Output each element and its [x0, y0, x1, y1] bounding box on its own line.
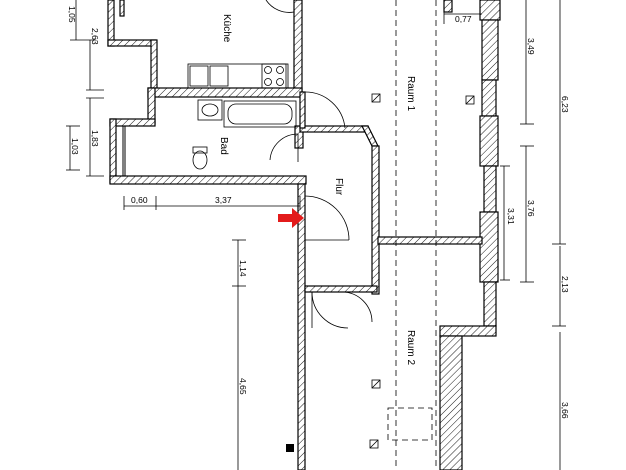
outer-walls	[377, 0, 501, 470]
room-label-kueche: Küche	[221, 14, 232, 43]
dim-vert-flur-upper: 1,14	[238, 260, 248, 277]
dim-right-raum2: 3,66	[560, 402, 570, 419]
bathroom-walls	[109, 87, 307, 185]
washbasin	[197, 99, 223, 121]
room-label-flur: Flur	[333, 178, 344, 196]
left-dimension-lines	[66, 0, 301, 470]
right-dimension-lines	[443, 0, 566, 470]
column-markers	[286, 93, 475, 452]
dim-vert-flur-lower: 4,65	[238, 378, 248, 395]
dim-right-lower: 2,13	[560, 276, 570, 293]
doors	[265, 0, 373, 329]
dashed-beams	[387, 0, 437, 470]
dim-bottom-bath: 3,37	[215, 195, 232, 205]
dim-left-bath-upper: 1,83	[90, 130, 100, 147]
sink-right	[209, 65, 229, 87]
room-label-raum2: Raum 2	[405, 330, 416, 365]
entrance-arrow-icon	[278, 208, 304, 228]
bathtub	[223, 100, 297, 128]
dim-right-mid: 3,76	[526, 200, 536, 217]
sink-left	[189, 65, 209, 87]
dim-right-window: 3,31	[506, 208, 516, 225]
room-label-bad: Bad	[218, 137, 229, 155]
stove-icon	[261, 63, 287, 89]
filled-marker	[286, 444, 294, 452]
kitchen-counter	[187, 63, 289, 89]
dim-right-raum1: 3,49	[526, 38, 536, 55]
dim-top-right-small: 0,77	[455, 14, 472, 24]
hallway-walls	[297, 91, 380, 470]
dim-right-raum1-total: 6,23	[560, 96, 570, 113]
room-label-raum1: Raum 1	[405, 76, 416, 111]
dim-left-kitchen: 2,63	[90, 28, 100, 45]
dim-bottom-small: 0,60	[131, 195, 148, 205]
dim-left-bath-lower: 1,03	[70, 138, 80, 155]
dim-left-top: 1,05	[67, 6, 77, 23]
kitchen-walls	[107, 0, 303, 93]
toilet	[192, 146, 208, 170]
